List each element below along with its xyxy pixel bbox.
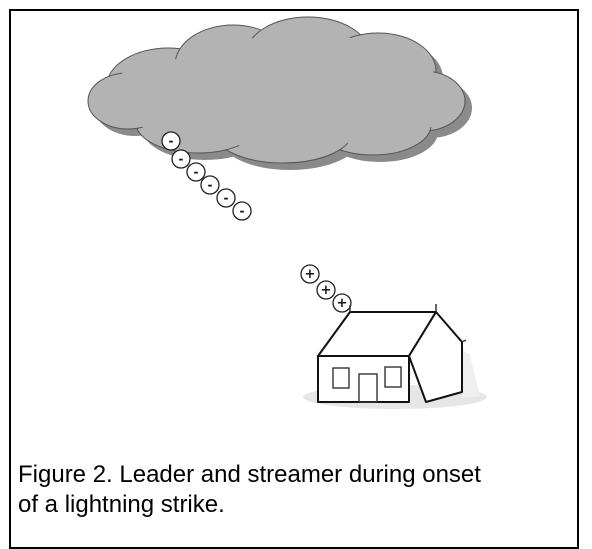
leader-charge: - (172, 150, 190, 168)
leader-charge: - (162, 132, 180, 150)
leader-charge-symbol: - (169, 134, 174, 148)
leader-charge: - (217, 189, 235, 207)
streamer-charge-symbol: + (305, 267, 316, 282)
caption-line-2: of a lightning strike. (18, 490, 578, 520)
leader-charge-symbol: - (224, 191, 229, 205)
leader-charge: - (233, 202, 251, 220)
figure-caption: Figure 2. Leader and streamer during ons… (18, 460, 578, 520)
leader-charge-symbol: - (208, 178, 213, 192)
leader-charge: - (187, 163, 205, 181)
leader-charge: - (201, 176, 219, 194)
leader-charge-symbol: - (240, 204, 245, 218)
caption-line-1: Figure 2. Leader and streamer during ons… (18, 460, 578, 490)
leader-charge-symbol: - (194, 165, 199, 179)
streamer-charge: + (301, 265, 319, 283)
streamer-charges: + + + (301, 265, 351, 312)
leader-charge-symbol: - (179, 152, 184, 166)
streamer-charge-symbol: + (321, 283, 332, 298)
lightning-diagram: ------ +++ (0, 0, 592, 535)
streamer-charge: + (317, 281, 335, 299)
streamer-charge-symbol: + (337, 296, 348, 311)
streamer-charge: + (333, 294, 351, 312)
